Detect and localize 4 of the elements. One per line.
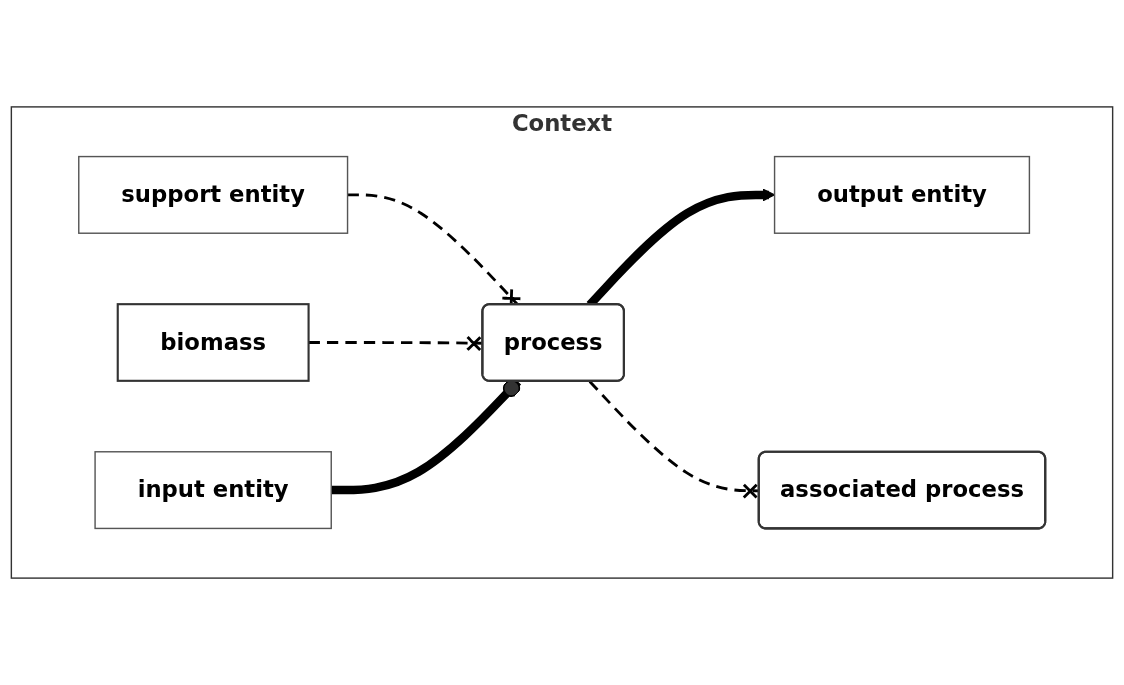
node-box: input entity <box>94 451 332 530</box>
node-box: biomass <box>116 303 310 382</box>
node-box: output entity <box>773 155 1031 234</box>
node-box: support entity <box>78 155 349 234</box>
